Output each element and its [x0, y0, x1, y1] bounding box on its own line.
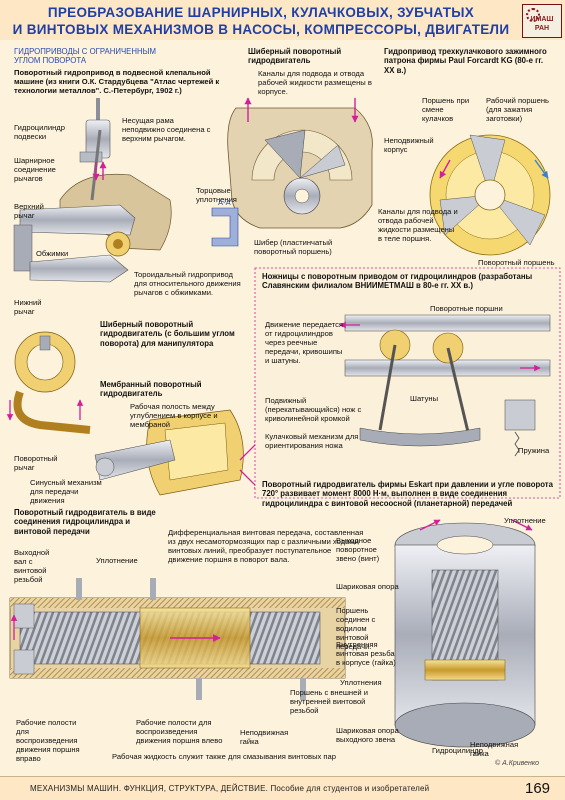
eskart-motor — [394, 519, 536, 748]
eskart-title: Поворотный гидродвигатель фирмы Eskart п… — [262, 480, 553, 508]
label-sinus-mechanism: Синусный механизм для передачи движения — [30, 478, 102, 505]
rivet-machine-title: Поворотный гидропривод в подвесной клепа… — [14, 68, 220, 95]
three-jaw-chuck — [429, 134, 551, 256]
label-chuck-piston: Поршень при смене кулачков — [422, 96, 470, 123]
label-rotary-pistons: Поворотные поршни — [430, 304, 503, 313]
label-cam-mechanism: Кулачковый механизм для ориентирования н… — [265, 432, 359, 450]
label-cavities-left: Рабочие полости для воспроизведения движ… — [136, 718, 223, 745]
label-membrane-cavity: Рабочая полость между углублением в корп… — [130, 402, 218, 429]
screw-motor — [9, 578, 346, 700]
label-toroid-drive: Тороидальный гидропривод для относительн… — [134, 270, 241, 297]
vane-motor-title: Шиберный поворотный гидродвигатель — [248, 47, 342, 66]
gear-icon — [526, 8, 540, 22]
label-working-fluid: Рабочая жидкость служит также для смазыв… — [112, 752, 336, 761]
label-connecting-rods: Шатуны — [410, 394, 439, 403]
left-section-title: ГИДРОПРИВОДЫ С ОГРАНИЧЕННЫМ УГЛОМ ПОВОРО… — [14, 47, 157, 66]
label-suspension-cylinder: Гидроцилиндр подвески — [14, 123, 65, 141]
label-screw-seal: Уплотнение — [96, 556, 138, 565]
screw-motor-title: Поворотный гидродвигатель в виде соедине… — [14, 508, 156, 536]
author-signature: © А.Кривенко — [495, 760, 540, 767]
label-eskart-nut: Неподвижная гайка — [470, 740, 519, 758]
label-upper-lever: Верхний рычаг — [14, 202, 44, 220]
label-spring: Пружина — [518, 446, 550, 455]
label-output-shaft: Выходной вал с винтовой резьбой — [14, 548, 50, 584]
label-jaws: Обжимки — [36, 249, 69, 258]
label-output-bearing: Шариковая опора выходного звена — [336, 726, 399, 744]
footer: МЕХАНИЗМЫ МАШИН. ФУНКЦИЯ, СТРУКТУРА, ДЕЙ… — [0, 776, 565, 800]
vane-motor — [211, 97, 373, 247]
label-fixed-nut: Неподвижная гайка — [240, 728, 289, 746]
vane-manipulator — [6, 331, 91, 434]
label-ball-bearing: Шариковая опора — [336, 582, 399, 591]
label-eskart-seal: Уплотнение — [504, 516, 546, 525]
label-transmission: Движение передается от гидроцилиндров че… — [265, 320, 344, 365]
label-hinge: Шарнирное соединение рычагов — [14, 156, 56, 183]
scissors-drive — [254, 267, 561, 499]
label-threaded-piston: Поршень с внешней и внутренней винтовой … — [290, 688, 368, 715]
page-number: 169 — [525, 780, 551, 797]
label-inner-thread: Внутренняя винтовая резьба в корпусе (га… — [336, 640, 396, 667]
logo-text-1: ИМАШ — [530, 16, 554, 23]
label-rolling-knife: Подвижный (перекатывающийся) нож с криво… — [265, 396, 362, 423]
label-lower-lever: Нижний рычаг — [14, 298, 42, 316]
label-rotary-piston: Поворотный поршень — [478, 258, 555, 267]
header: ПРЕОБРАЗОВАНИЕ ШАРНИРНЫХ, КУЛАЧКОВЫХ, ЗУ… — [0, 0, 565, 40]
label-piston-channels: Каналы для подвода и отвода рабочей жидк… — [378, 207, 458, 243]
label-vane: Шибер (пластинчатый поворотный поршень) — [254, 238, 333, 256]
membrane-motor-title: Мембранный поворотный гидродвигатель — [100, 380, 202, 399]
rivet-machine — [13, 98, 172, 283]
label-vane-channels: Каналы для подвода и отвода рабочей жидк… — [258, 69, 372, 96]
membrane-motor — [94, 409, 261, 496]
institute-logo: ИМАШ РАН — [522, 4, 562, 38]
label-eskart-piston: Поршень соединен с водилом винтовой пере… — [336, 606, 376, 651]
scissors-title: Ножницы с поворотным приводом от гидроци… — [262, 272, 533, 291]
label-face-seals: Торцовые уплотнения — [196, 186, 237, 204]
label-hydraulic-cylinder: Гидроцилиндр — [432, 746, 483, 755]
title-line-1: ПРЕОБРАЗОВАНИЕ ШАРНИРНЫХ, КУЛАЧКОВЫХ, ЗУ… — [47, 5, 475, 20]
label-fixed-body: Неподвижный корпус — [384, 136, 434, 154]
title-line-2: И ВИНТОВЫХ МЕХАНИЗМОВ В НАСОСЫ, КОМПРЕСС… — [12, 22, 510, 37]
logo-text-2: РАН — [534, 25, 550, 32]
label-cavities-right: Рабочие полости для воспроизведения движ… — [16, 718, 80, 763]
vane-manipulator-title: Шиберный поворотный гидродвигатель (с бо… — [100, 320, 235, 348]
label-differential-screw: Дифференциальная винтовая передача, сост… — [168, 528, 364, 564]
footer-text: МЕХАНИЗМЫ МАШИН. ФУНКЦИЯ, СТРУКТУРА, ДЕЙ… — [30, 784, 430, 793]
label-rotary-lever: Поворотный рычаг — [14, 454, 58, 472]
label-output-link: Выходное поворотное звено (винт) — [336, 536, 380, 563]
chuck-title: Гидропривод трехкулачкового зажимного па… — [384, 47, 547, 75]
label-working-piston: Рабочий поршень (для зажатия заготовки) — [486, 96, 550, 123]
label-frame: Несущая рама неподвижно соединена с верх… — [122, 116, 211, 143]
label-eskart-seals: Уплотнения — [340, 678, 382, 687]
label-section-aa: А-А — [218, 198, 231, 207]
